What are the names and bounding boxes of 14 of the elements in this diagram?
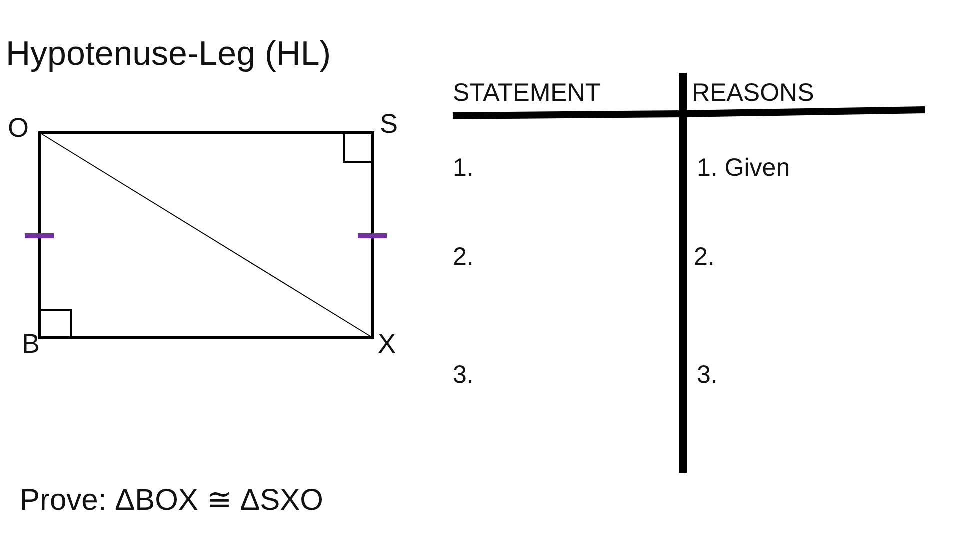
- statement-number: 3.: [453, 362, 474, 390]
- prove-statement: Prove: ΔBOX ≅ ΔSXO: [20, 484, 324, 517]
- reason-text: 2.: [694, 244, 715, 272]
- statement-number: 2.: [453, 244, 474, 272]
- vertex-label: X: [378, 330, 396, 360]
- vertex-label: B: [22, 330, 40, 360]
- reason-text: 3.: [697, 362, 718, 390]
- title: Hypotenuse-Leg (HL): [6, 36, 332, 74]
- vertex-label: S: [380, 110, 398, 140]
- reason-text: 1. Given: [697, 155, 790, 182]
- column-heading: REASONS: [692, 80, 814, 108]
- column-heading: STATEMENT: [453, 80, 601, 108]
- statement-number: 1.: [453, 155, 474, 182]
- vertex-label: O: [8, 114, 30, 144]
